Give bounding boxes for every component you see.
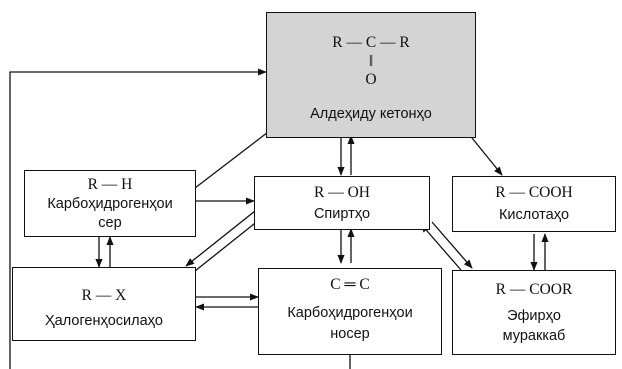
node-unsaturated-hydrocarbons-label-1: Карбоҳидрогенҳои [287,305,413,321]
alkene-formula: C ═ C [330,276,370,293]
ketone-double-bond: ‖ [368,53,374,70]
node-halogen-derivatives-label: Ҳалогенҳосилаҳо [45,313,163,329]
node-esters: R — COOR Эфирҳо мураккаб [452,270,616,355]
feedback-line-to-ketones [9,68,267,369]
node-aldehydes-ketones: R — C — R ‖ O Алдеҳиду кетонҳо [266,12,476,138]
node-esters-label-1: Эфирҳо [507,308,561,324]
alcohol-formula: R — OH [314,184,370,201]
node-halogen-derivatives: R — X Ҳалогенҳосилаҳо [12,267,196,341]
node-aldehydes-ketones-label: Алдеҳиду кетонҳо [310,106,432,122]
node-alcohols: R — OH Спиртҳо [254,176,430,230]
arrow-alkanes-to-ketones [194,125,277,189]
arrow-esters-to-alcohols [420,223,462,271]
ketone-formula: R — C — R [332,34,410,51]
haloalkane-formula: R — X [81,287,127,304]
ester-formula: R — COOR [495,281,573,298]
arrow-alcohols-to-esters [431,221,473,269]
node-carboxylic-acids: R — COOH Кислотаҳо [452,176,616,232]
node-unsaturated-hydrocarbons-label-2: носер [330,326,370,342]
arrow-alcohols-to-haloalkanes [185,210,256,267]
ketone-oxygen: O [365,71,377,88]
arrow-ketones-to-acids [467,132,503,176]
node-saturated-hydrocarbons-label-2: сер [98,215,122,231]
node-esters-label-2: мураккаб [502,328,566,344]
acid-formula: R — COOH [495,184,573,201]
node-alcohols-label: Спиртҳо [313,206,371,222]
node-carboxylic-acids-label: Кислотаҳо [498,207,570,223]
node-saturated-hydrocarbons: R — H Карбоҳидрогенҳои сер [24,170,196,237]
alkane-formula: R — H [87,176,133,193]
node-saturated-hydrocarbons-label-1: Карбоҳидрогенҳои [47,196,173,212]
node-unsaturated-hydrocarbons: C ═ C Карбоҳидрогенҳои носер [258,268,442,355]
arrow-haloalkanes-to-alcohols [194,215,265,272]
